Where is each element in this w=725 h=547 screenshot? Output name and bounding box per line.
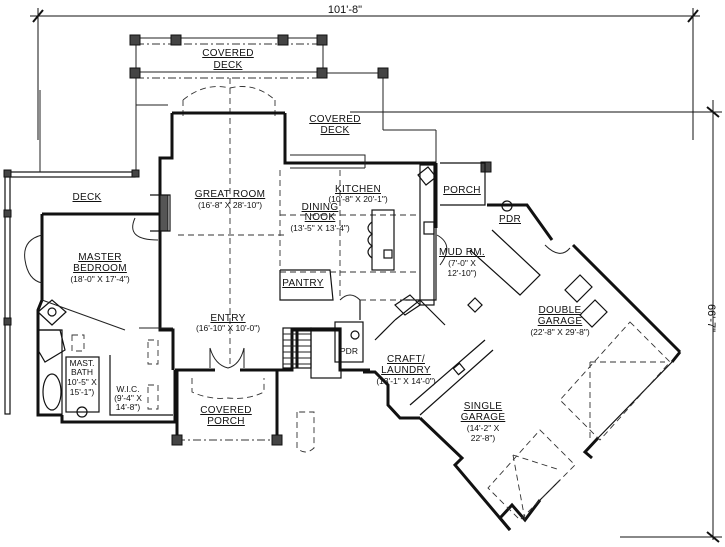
room-label-porch: PORCH <box>443 185 481 196</box>
room-label-covered-porch: COVERED <box>200 405 252 416</box>
master-bedroom: MASTER BEDROOM (18'-0" X 17'-4") <box>24 217 159 331</box>
room-label-pantry: PANTRY <box>282 278 323 289</box>
svg-text:BATH: BATH <box>71 367 93 377</box>
room-label-covered-deck-right: COVERED <box>309 114 361 125</box>
mud-room: MUD RM. (7'-0" X 12'-10") <box>436 229 541 296</box>
room-label-double-garage: DOUBLE <box>539 305 582 316</box>
svg-text:(22'-8" X 29'-8"): (22'-8" X 29'-8") <box>530 327 590 337</box>
powder-room-lower: PDR <box>334 294 364 363</box>
entry: ENTRY (16'-10" X 10'-0") <box>196 313 260 369</box>
craft-laundry: CRAFT/ LAUNDRY (13'-1" X 14'-0") <box>363 294 494 420</box>
overall-depth-label: 66'-7" <box>705 304 717 332</box>
svg-text:BEDROOM: BEDROOM <box>73 263 127 274</box>
post-icon <box>129 34 492 173</box>
svg-text:DECK: DECK <box>321 125 350 136</box>
room-label-great-room: GREAT ROOM <box>195 189 265 200</box>
svg-text:(16'-8" X 28'-10"): (16'-8" X 28'-10") <box>198 200 262 210</box>
room-label-entry: ENTRY <box>210 313 245 324</box>
stairs <box>282 327 342 379</box>
powder-room-upper: PDR <box>499 200 521 225</box>
deck: DECK <box>3 90 168 415</box>
svg-text:(18'-0" X 17'-4"): (18'-0" X 17'-4") <box>70 274 130 284</box>
svg-text:NOOK: NOOK <box>305 212 336 223</box>
garages: DOUBLE GARAGE (22'-8" X 29'-8") SINGLE G… <box>418 243 682 531</box>
covered-deck-upper: COVERED DECK <box>129 34 492 173</box>
svg-text:(9'-4" X: (9'-4" X <box>114 393 142 403</box>
master-bath: MAST. BATH 10'-5" X 15'-1") <box>37 329 100 418</box>
room-label-wic: W.I.C. <box>116 384 139 394</box>
svg-text:(10'-8" X 20'-1"): (10'-8" X 20'-1") <box>328 194 388 204</box>
room-label-kitchen: KITCHEN <box>335 184 381 195</box>
hallway <box>359 228 437 320</box>
room-label-master-bath: MAST. <box>69 358 94 368</box>
great-room: GREAT ROOM (16'-8" X 28'-10") <box>150 118 285 365</box>
covered-porch: COVERED PORCH <box>171 370 315 453</box>
room-label-single-garage: SINGLE <box>464 401 503 412</box>
svg-text:PORCH: PORCH <box>207 416 245 427</box>
svg-text:10'-5" X: 10'-5" X <box>67 377 97 387</box>
svg-text:14'-8"): 14'-8") <box>116 402 141 412</box>
svg-text:(13'-1" X 14'-0"): (13'-1" X 14'-0") <box>376 376 436 386</box>
svg-text:GARAGE: GARAGE <box>538 316 583 327</box>
svg-text:22'-8"): 22'-8") <box>471 433 496 443</box>
room-label-covered-deck-upper: COVERED <box>202 48 254 59</box>
svg-text:(16'-10" X 10'-0"): (16'-10" X 10'-0") <box>196 323 260 333</box>
pantry: PANTRY <box>279 269 334 301</box>
svg-text:LAUNDRY: LAUNDRY <box>381 365 431 376</box>
overall-width-label: 101'-8" <box>328 4 362 16</box>
svg-text:(13'-5" X 13'-4"): (13'-5" X 13'-4") <box>290 223 350 233</box>
kitchen: KITCHEN (10'-8" X 20'-1") <box>328 164 437 306</box>
dimension-depth: 66'-7" <box>350 100 722 543</box>
room-label-master-bedroom: MASTER <box>78 252 121 263</box>
exterior-walls <box>36 111 554 424</box>
walk-in-closet: W.I.C. (9'-4" X 14'-8") <box>109 327 173 416</box>
room-label-mud-room: MUD RM. <box>439 247 485 258</box>
svg-text:12'-10"): 12'-10") <box>447 268 476 278</box>
svg-text:DECK: DECK <box>214 60 243 71</box>
room-label-craft-laundry: CRAFT/ <box>387 354 425 365</box>
room-label-pdr-lower: PDR <box>340 346 358 356</box>
porch: PORCH <box>443 185 481 196</box>
room-label-dining-nook: DINING <box>302 202 339 213</box>
dining-nook: DINING NOOK (13'-5" X 13'-4") <box>279 154 420 300</box>
room-label-pdr-upper: PDR <box>499 214 521 225</box>
room-label-deck: DECK <box>73 192 102 203</box>
svg-text:15'-1"): 15'-1") <box>70 387 95 397</box>
svg-text:GARAGE: GARAGE <box>461 412 506 423</box>
svg-text:(14'-2" X: (14'-2" X <box>467 423 500 433</box>
dimension-width: 101'-8" <box>30 4 700 140</box>
svg-text:(7'-0" X: (7'-0" X <box>448 258 476 268</box>
